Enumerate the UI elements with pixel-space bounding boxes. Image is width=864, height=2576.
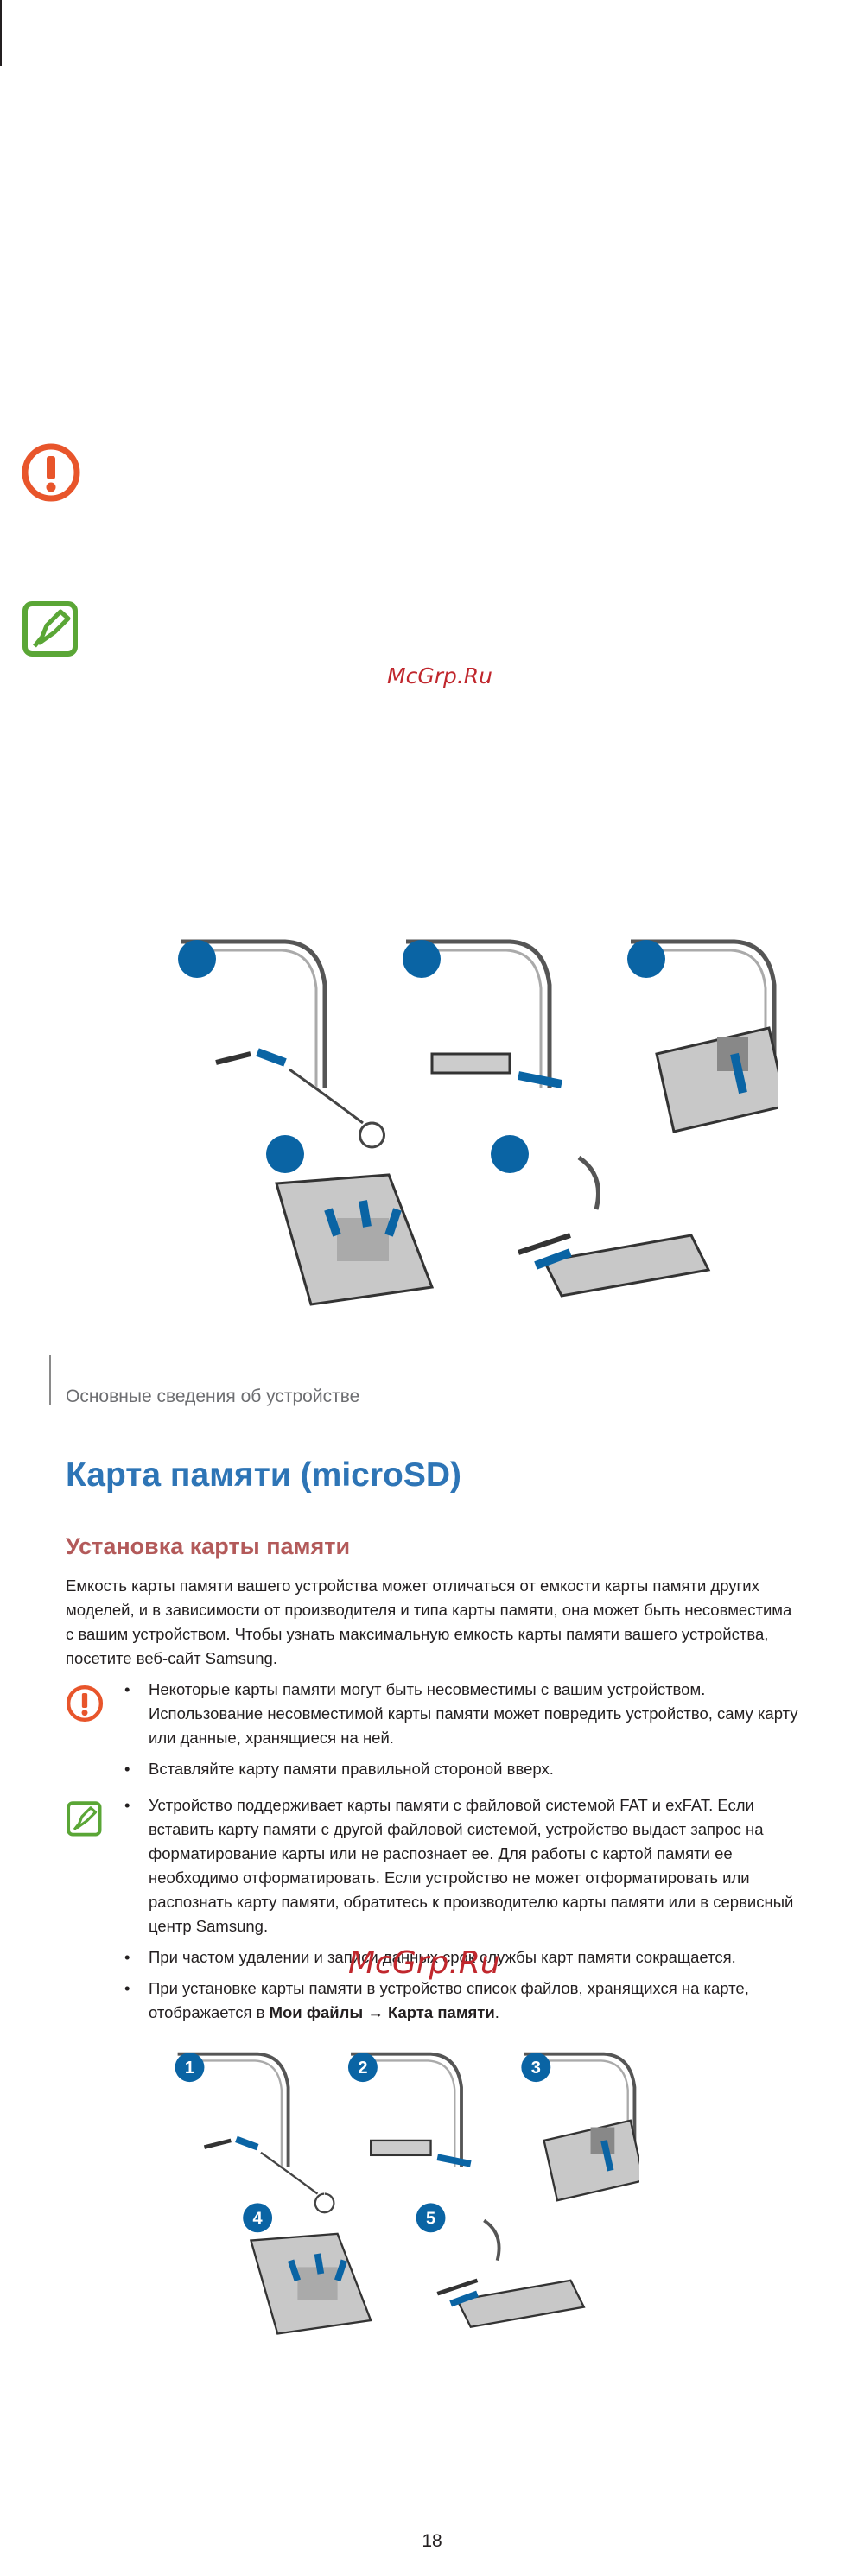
intro-paragraph: Емкость карты памяти вашего устройства м…	[66, 1577, 792, 1667]
caution-icon	[66, 1685, 104, 1723]
period: .	[494, 2003, 499, 2021]
note-item: При частом удалении и записи данных срок…	[124, 1945, 807, 1970]
arrow-text: →	[363, 2003, 388, 2021]
step-number: 1	[185, 2059, 194, 2078]
note-text: При установке карты памяти в устройство …	[149, 1979, 749, 2021]
note-list: Устройство поддерживает карты памяти с ф…	[124, 1793, 807, 2032]
note-item: Устройство поддерживает карты памяти с ф…	[124, 1793, 807, 1938]
corner-crop-mark	[0, 0, 2, 66]
step-number: 4	[253, 2209, 264, 2228]
caution-item: Вставляйте карту памяти правильной сторо…	[124, 1757, 807, 1781]
watermark-top: McGrp.Ru	[387, 663, 492, 688]
page-number: 18	[422, 2531, 442, 2551]
installation-steps-illustration: 1 2 3 4 5	[156, 2047, 639, 2367]
note-icon	[66, 1800, 104, 1838]
section-subtitle: Установка карты памяти	[66, 1533, 351, 1559]
caution-icon	[21, 442, 81, 503]
section-label: Основные сведения об устройстве	[66, 1386, 360, 1406]
note-icon	[21, 600, 81, 660]
section-divider	[49, 1355, 51, 1405]
step-number: 5	[426, 2209, 435, 2228]
large-illustration	[156, 933, 778, 1365]
my-files-label: Мои файлы	[269, 2003, 364, 2021]
note-item: При установке карты памяти в устройство …	[124, 1976, 807, 2025]
watermark-bottom: McGrp.Ru	[348, 1945, 500, 1981]
step-number: 3	[531, 2059, 541, 2078]
caution-list: Некоторые карты памяти могут быть несовм…	[124, 1678, 807, 1788]
page-title: Карта памяти (microSD)	[66, 1456, 462, 1494]
caution-item: Некоторые карты памяти могут быть несовм…	[124, 1678, 807, 1750]
step-number: 2	[358, 2059, 367, 2078]
memory-card-label: Карта памяти	[388, 2003, 495, 2021]
